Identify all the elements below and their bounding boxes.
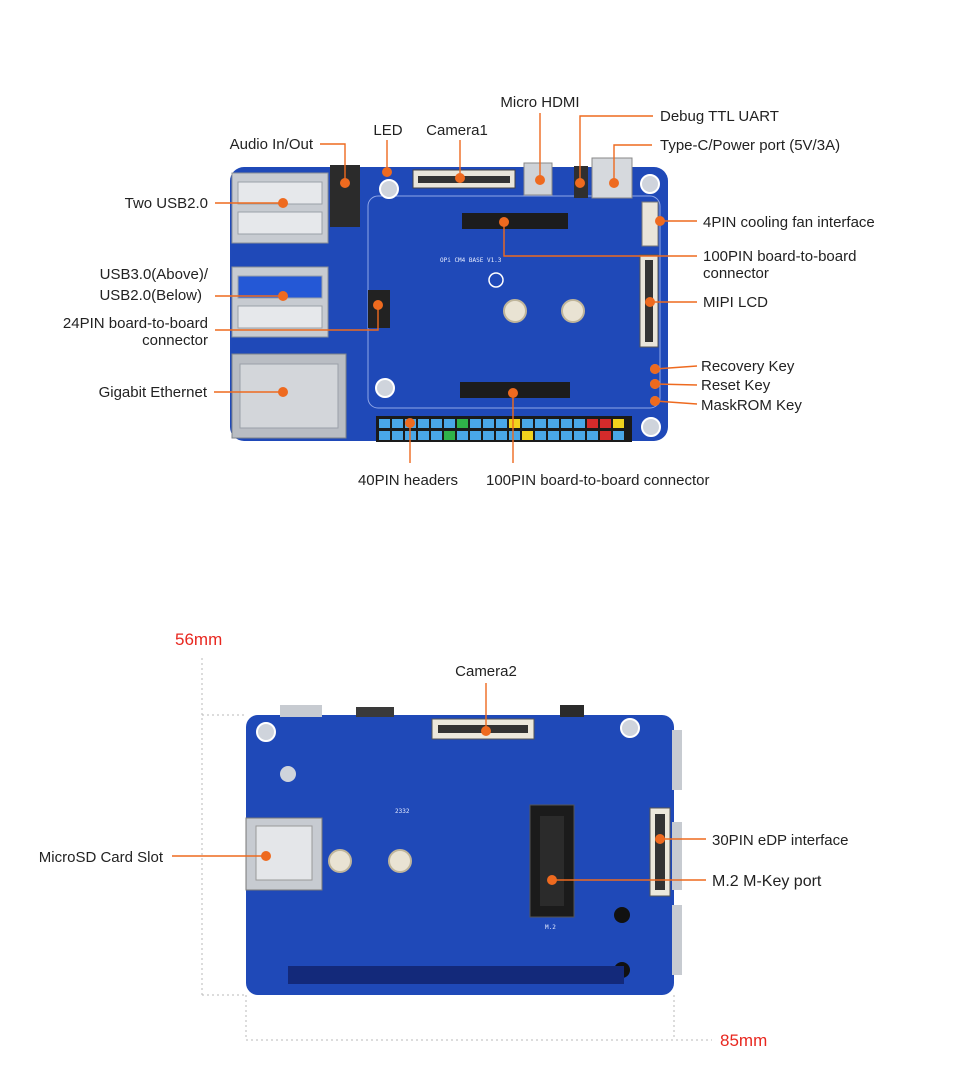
bottom-board-pcb <box>246 715 674 995</box>
btb100-top-connector <box>462 213 568 229</box>
dimension-height: 56mm <box>175 630 222 649</box>
type-c-port <box>591 157 633 199</box>
label-fan: 4PIN cooling fan interface <box>703 214 875 231</box>
label-camera1: Camera1 <box>426 122 488 139</box>
label-m2: M.2 M-Key port <box>712 873 822 890</box>
bottom-leaders <box>172 683 706 881</box>
top-labels: Micro HDMI Debug TTL UART LED Camera1 Au… <box>63 94 875 489</box>
label-led: LED <box>373 122 402 139</box>
label-audio: Audio In/Out <box>230 136 314 153</box>
label-recovery-key: Recovery Key <box>701 358 795 375</box>
mount-hole <box>641 417 661 437</box>
top-leaders <box>214 113 698 463</box>
label-edp: 30PIN eDP interface <box>712 832 848 849</box>
label-btb24-line2: connector <box>142 332 208 349</box>
mount-hole <box>561 299 585 323</box>
mount-hole <box>379 179 399 199</box>
bottom-labels: Camera2 MicroSD Card Slot 30PIN eDP inte… <box>39 663 849 890</box>
mount-hole <box>640 174 660 194</box>
label-maskrom-key: MaskROM Key <box>701 397 802 414</box>
mount-hole <box>375 378 395 398</box>
mount-hole <box>256 722 276 742</box>
bottom-board: 2332 M.2 <box>245 705 682 995</box>
label-ethernet: Gigabit Ethernet <box>99 384 208 401</box>
bottom-pin-row <box>288 966 624 984</box>
label-microsd: MicroSD Card Slot <box>39 849 164 866</box>
dimension-width: 85mm <box>720 1031 767 1050</box>
bottom-dots <box>261 726 665 885</box>
mount-hole <box>280 766 296 782</box>
label-camera2: Camera2 <box>455 663 517 680</box>
svg-text:M.2: M.2 <box>545 924 556 931</box>
label-btb100-bottom: 100PIN board-to-board connector <box>486 472 709 489</box>
label-debug-uart: Debug TTL UART <box>660 108 779 125</box>
fan-header <box>641 201 659 247</box>
label-usb3-line1: USB3.0(Above)/ <box>100 266 209 283</box>
mount-hole <box>328 849 352 873</box>
label-mipi-lcd: MIPI LCD <box>703 294 768 311</box>
gpio-40pin-header <box>376 416 632 442</box>
mount-hole <box>503 299 527 323</box>
mount-hole <box>620 718 640 738</box>
label-btb100-top-line1: 100PIN board-to-board <box>703 248 856 265</box>
dimension-lines <box>201 658 712 1041</box>
label-type-c: Type-C/Power port (5V/3A) <box>660 137 840 154</box>
mount-hole <box>388 849 412 873</box>
top-dots <box>278 167 665 428</box>
label-two-usb2: Two USB2.0 <box>125 195 208 212</box>
label-reset-key: Reset Key <box>701 377 771 394</box>
top-board: OPi CM4 BASE V1.3 <box>230 157 668 442</box>
label-40pin: 40PIN headers <box>358 472 458 489</box>
svg-text:OPi CM4 BASE V1.3: OPi CM4 BASE V1.3 <box>440 257 502 264</box>
label-btb24-line1: 24PIN board-to-board <box>63 315 208 332</box>
label-usb3-line2: USB2.0(Below) <box>99 287 202 304</box>
svg-text:2332: 2332 <box>395 808 410 815</box>
label-micro-hdmi: Micro HDMI <box>500 94 579 111</box>
label-btb100-top-line2: connector <box>703 265 769 282</box>
